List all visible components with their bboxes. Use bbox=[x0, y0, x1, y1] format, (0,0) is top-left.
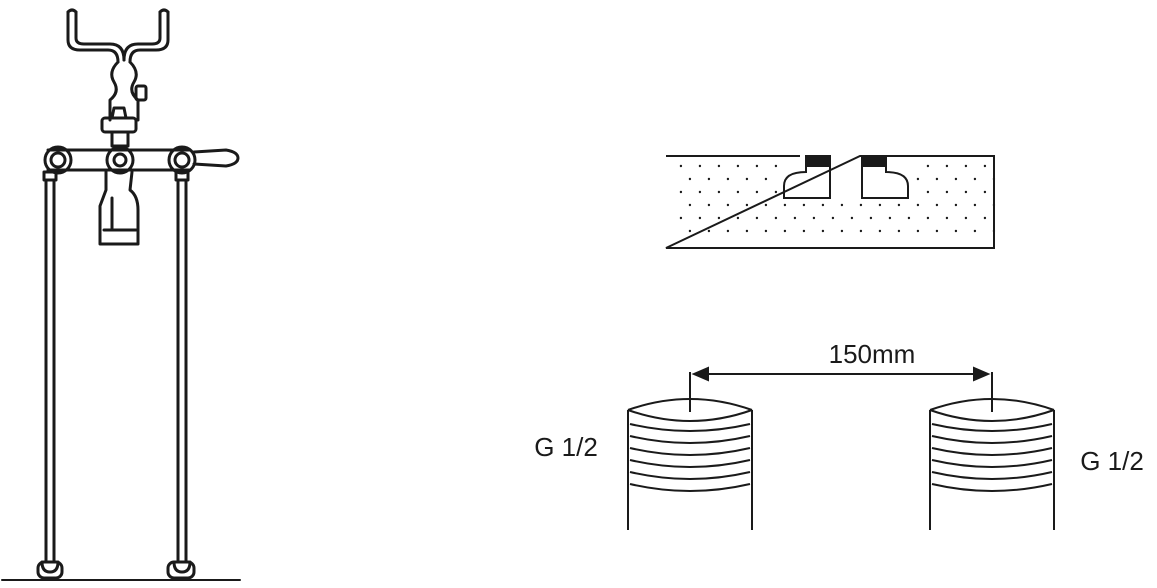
floor-section bbox=[665, 155, 996, 249]
dimension-line bbox=[689, 366, 993, 412]
left-thread-size-label: G 1/2 bbox=[534, 432, 598, 462]
pipe-connections bbox=[627, 366, 1055, 530]
diverter-knob bbox=[100, 106, 138, 148]
left-outlet-fitting bbox=[783, 155, 831, 199]
faucet-illustration bbox=[1, 8, 241, 581]
right-thread-size-label: G 1/2 bbox=[1080, 446, 1144, 476]
section-outline bbox=[665, 155, 995, 249]
spout bbox=[98, 170, 140, 246]
section-dots bbox=[679, 164, 996, 233]
left-pillar bbox=[36, 170, 64, 580]
spacing-dimension-label: 150mm bbox=[829, 339, 916, 369]
handset-cradle bbox=[66, 8, 170, 64]
left-threaded-pipe bbox=[627, 398, 753, 530]
mixer-body bbox=[43, 145, 240, 175]
right-outlet-fitting bbox=[861, 155, 909, 199]
cradle-stem bbox=[108, 60, 148, 122]
right-pillar bbox=[166, 170, 196, 580]
right-threaded-pipe bbox=[929, 398, 1055, 530]
